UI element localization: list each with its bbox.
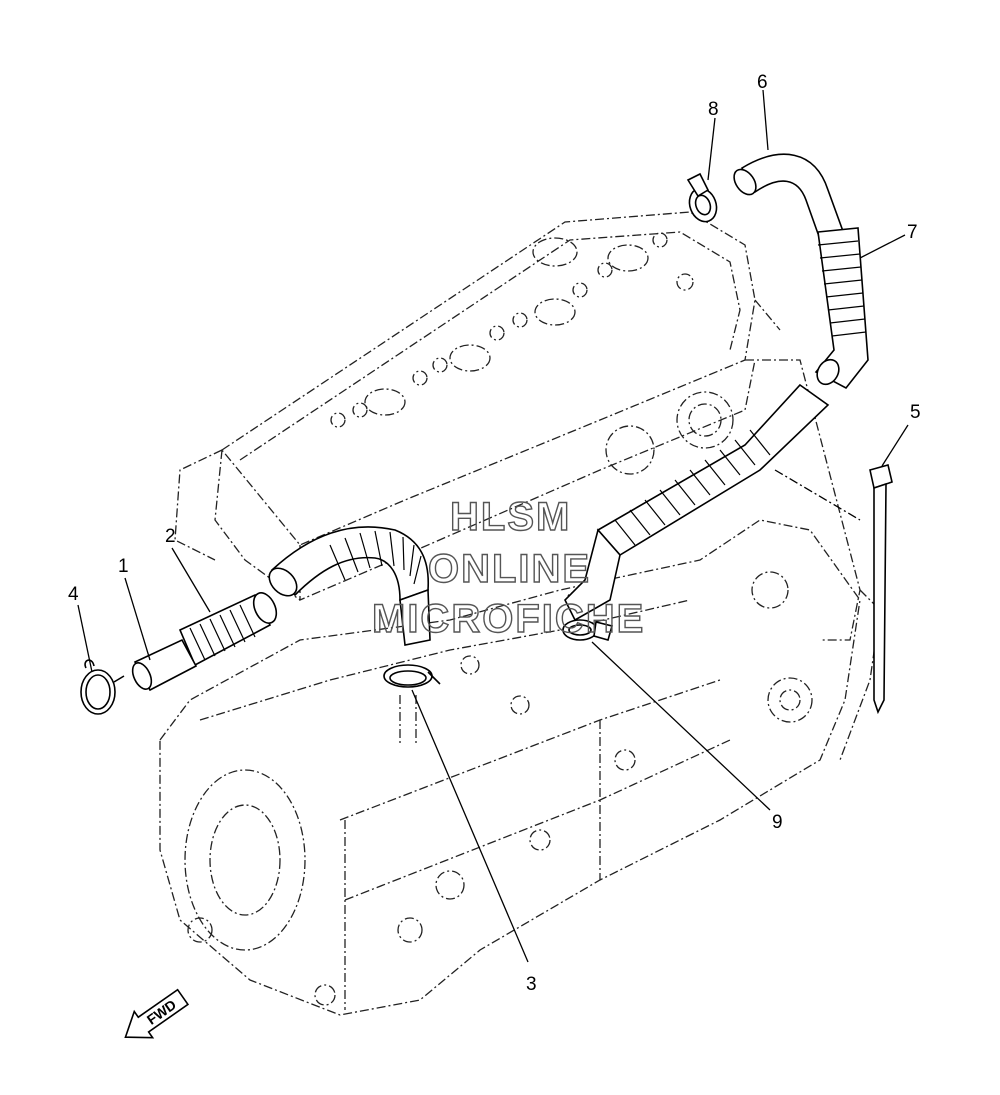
leader-lines [77, 89, 909, 963]
part-3-wire-clip [383, 664, 441, 745]
watermark-line-2: ONLINE [428, 547, 591, 591]
callout-3: 3 [526, 974, 537, 995]
part-1-hose-joint [131, 638, 198, 692]
part-9-hose-clip [562, 619, 613, 641]
part-5-cable-tie [869, 464, 893, 715]
fwd-direction-arrow: FWD [124, 988, 190, 1039]
watermark-line-1: HLSM [450, 495, 571, 539]
callout-1: 1 [118, 556, 129, 577]
part-2-corrugated-hose [178, 526, 431, 667]
part-6-upper-hose [733, 153, 850, 246]
callout-7: 7 [907, 222, 918, 243]
watermark: HLSM ONLINE MICROFICHE [371, 494, 645, 641]
engine-block-outline [159, 211, 881, 1016]
callout-4: 4 [68, 584, 79, 605]
callout-6: 6 [757, 72, 768, 93]
callout-8: 8 [708, 99, 719, 120]
callout-5: 5 [910, 402, 921, 423]
callout-2: 2 [165, 526, 176, 547]
callout-labels: 1 2 3 4 5 6 7 8 9 [68, 72, 921, 995]
part-8-hose-clip [686, 172, 718, 223]
main-breather-hose [564, 383, 830, 622]
part-7-corrugated-hose [814, 227, 869, 390]
part-4-wire-clip [80, 659, 125, 715]
watermark-line-3: MICROFICHE [372, 597, 645, 641]
callout-9: 9 [772, 812, 783, 833]
